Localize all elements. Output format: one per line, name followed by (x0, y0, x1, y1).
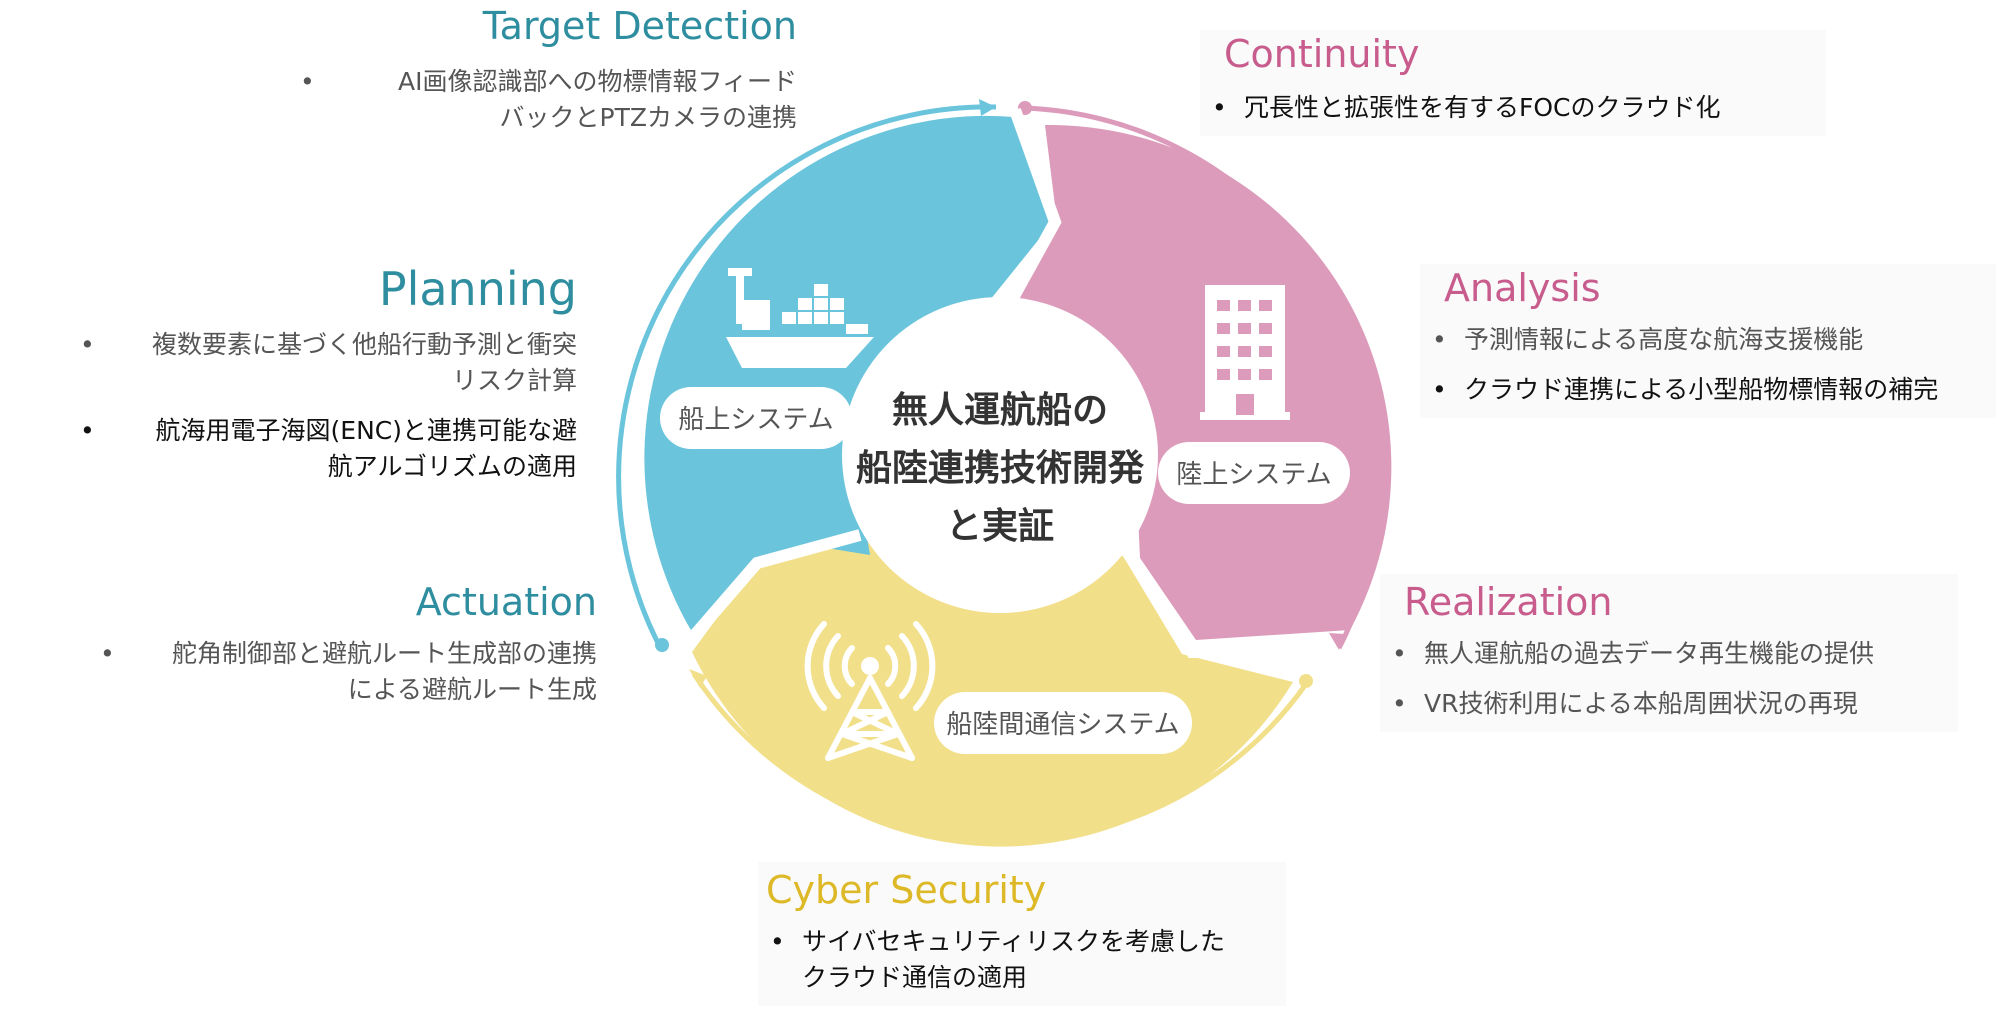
realization-section: Realization •無人運航船の過去データ再生機能の提供 •VR技術利用に… (1380, 574, 1958, 732)
target-detection-bullet: •AI画像認識部への物標情報フィード (300, 66, 797, 96)
teal-arc-dot (655, 638, 669, 652)
separator-right (1122, 549, 1325, 658)
separator-left (675, 529, 862, 656)
planning-bullet-2-cont: 航アルゴリズムの適用 (327, 451, 577, 481)
comm-system-segment (692, 528, 1293, 847)
actuation-bullet-cont: による避航ルート生成 (347, 674, 597, 704)
ship-system-segment (644, 115, 1052, 632)
planning-section: Planning •複数要素に基づく他船行動予測と衝突 リスク計算 •航海用電子… (80, 264, 577, 485)
analysis-bullet-1: •予測情報による高度な航海支援機能 (1432, 324, 1864, 354)
teal-cycle-arc (616, 104, 997, 649)
cargo-ship-icon (726, 268, 874, 368)
planning-bullet-1-cont: リスク計算 (451, 365, 577, 395)
center-title-line2: 船陸連携技術開発 (856, 448, 1145, 489)
ship-system-pill: 船上システム (660, 387, 852, 449)
cyber-security-title: Cyber Security (766, 868, 1047, 912)
continuity-title: Continuity (1224, 32, 1420, 76)
realization-bullet-1: •無人運航船の過去データ再生機能の提供 (1392, 638, 1875, 668)
radio-tower-icon (804, 621, 936, 761)
analysis-title: Analysis (1444, 266, 1601, 310)
teal-arrowhead (979, 99, 996, 116)
planning-title: Planning (378, 262, 577, 316)
target-detection-title: Target Detection (482, 4, 797, 48)
realization-bullet-2: •VR技術利用による本船周囲状況の再現 (1392, 688, 1858, 718)
target-detection-section: Target Detection •AI画像認識部への物標情報フィード バックと… (300, 4, 797, 136)
svg-text:船上システム: 船上システム (678, 405, 833, 435)
planning-bullet-2: •航海用電子海図(ENC)と連携可能な避 (80, 415, 577, 445)
land-system-pill: 陸上システム (1158, 442, 1350, 504)
svg-text:陸上システム: 陸上システム (1176, 460, 1331, 490)
target-detection-bullet-cont: バックとPTZカメラの連携 (499, 102, 797, 132)
comm-system-pill: 船陸間通信システム (934, 692, 1192, 754)
continuity-section: Continuity •冗長性と拡張性を有するFOCのクラウド化 (1200, 30, 1826, 136)
cyber-security-section: Cyber Security •サイバセキュリティリスクを考慮した クラウド通信… (758, 862, 1286, 1006)
cyber-security-bullet-cont: クラウド通信の適用 (802, 962, 1028, 992)
analysis-bullet-2: •クラウド連携による小型船物標情報の補完 (1432, 374, 1939, 404)
continuity-bullet: •冗長性と拡張性を有するFOCのクラウド化 (1212, 92, 1721, 122)
yellow-arc-dot (1299, 674, 1313, 688)
center-circle (842, 297, 1158, 613)
actuation-bullet: •舵角制御部と避航ルート生成部の連携 (100, 638, 597, 668)
center-title-line3: と実証 (946, 506, 1054, 547)
building-icon (1200, 285, 1290, 420)
separator-top (996, 107, 1062, 321)
yellow-arrowhead (689, 669, 707, 688)
actuation-title: Actuation (415, 580, 597, 624)
svg-text:船陸間通信システム: 船陸間通信システム (946, 710, 1179, 740)
realization-title: Realization (1404, 580, 1613, 624)
center-title-line1: 無人運航船の (892, 389, 1108, 431)
actuation-section: Actuation •舵角制御部と避航ルート生成部の連携 による避航ルート生成 (100, 580, 597, 708)
pink-arrowhead (1329, 633, 1344, 650)
land-system-segment (1005, 124, 1392, 641)
analysis-section: Analysis •予測情報による高度な航海支援機能 •クラウド連携による小型船… (1420, 264, 1996, 418)
cyber-security-bullet: •サイバセキュリティリスクを考慮した (770, 926, 1226, 956)
planning-bullet-1: •複数要素に基づく他船行動予測と衝突 (80, 329, 577, 359)
